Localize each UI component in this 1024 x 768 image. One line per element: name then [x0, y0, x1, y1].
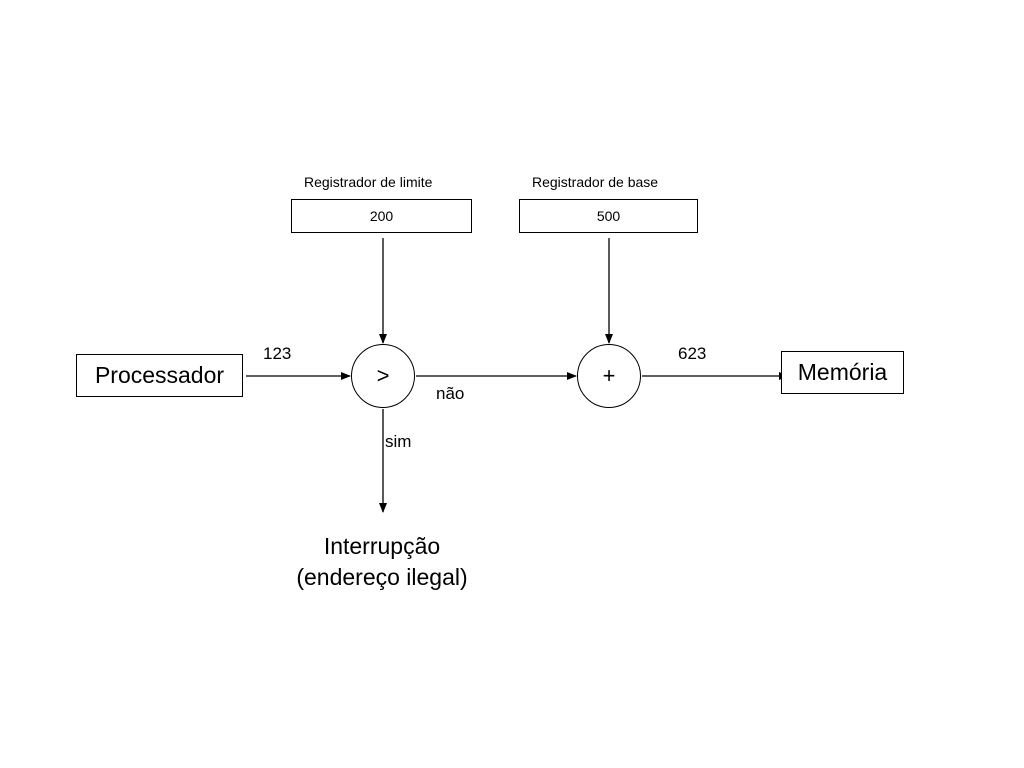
- base-register-box: 500: [519, 199, 698, 233]
- interrupt-line-1: Interrupção: [323, 533, 441, 559]
- comparator-node: >: [351, 344, 415, 408]
- base-register-title: Registrador de base: [532, 174, 659, 190]
- adder-symbol: +: [602, 363, 616, 388]
- limit-register-box: 200: [291, 199, 472, 233]
- processor-box: Processador: [76, 354, 243, 397]
- limit-register-title: Registrador de limite: [304, 174, 433, 190]
- physical-address-label: 623: [678, 344, 707, 363]
- interrupt-label: Interrupção (endereço ilegal): [282, 531, 482, 593]
- adder-node: +: [577, 344, 641, 408]
- limit-register-value: 200: [369, 208, 394, 224]
- processor-label: Processador: [94, 362, 225, 388]
- yes-branch-label: sim: [385, 432, 412, 451]
- interrupt-line-2: (endereço ilegal): [296, 564, 468, 590]
- logical-address-label: 123: [263, 344, 292, 363]
- base-register-value: 500: [596, 208, 621, 224]
- memory-box: Memória: [781, 351, 904, 394]
- comparator-symbol: >: [376, 363, 390, 388]
- memory-label: Memória: [797, 359, 888, 385]
- no-branch-label: não: [436, 384, 465, 403]
